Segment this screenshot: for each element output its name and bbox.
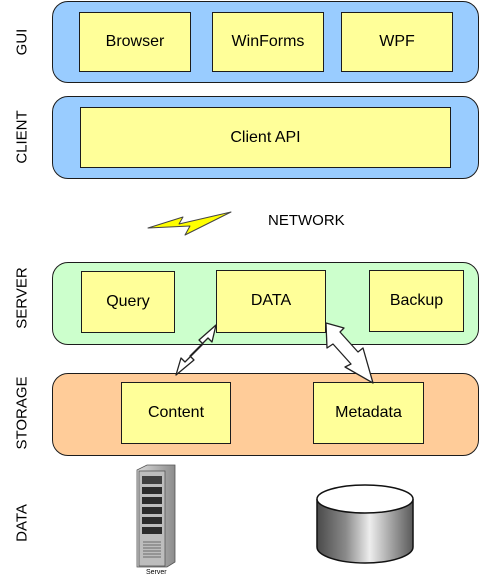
data-metadata-double-arrow [325,322,374,384]
wpf-box: WPF [341,12,453,72]
browser-box: Browser [79,12,191,72]
lightning-bolt-shape [147,211,232,236]
data-service-box: DATA [216,270,326,333]
metadata-box: Metadata [313,382,424,444]
backup-box: Backup [369,270,464,332]
database-cylinder-icon [316,484,414,564]
network-label: NETWORK [268,212,345,229]
server-tower-icon [136,464,176,568]
query-box: Query [81,271,175,333]
client-api-box: Client API [80,107,451,168]
content-box: Content [121,382,231,444]
server-caption: Server [146,569,167,576]
lightning-icon [147,211,232,236]
winforms-box: WinForms [212,12,324,72]
data-content-double-arrow [175,324,217,376]
